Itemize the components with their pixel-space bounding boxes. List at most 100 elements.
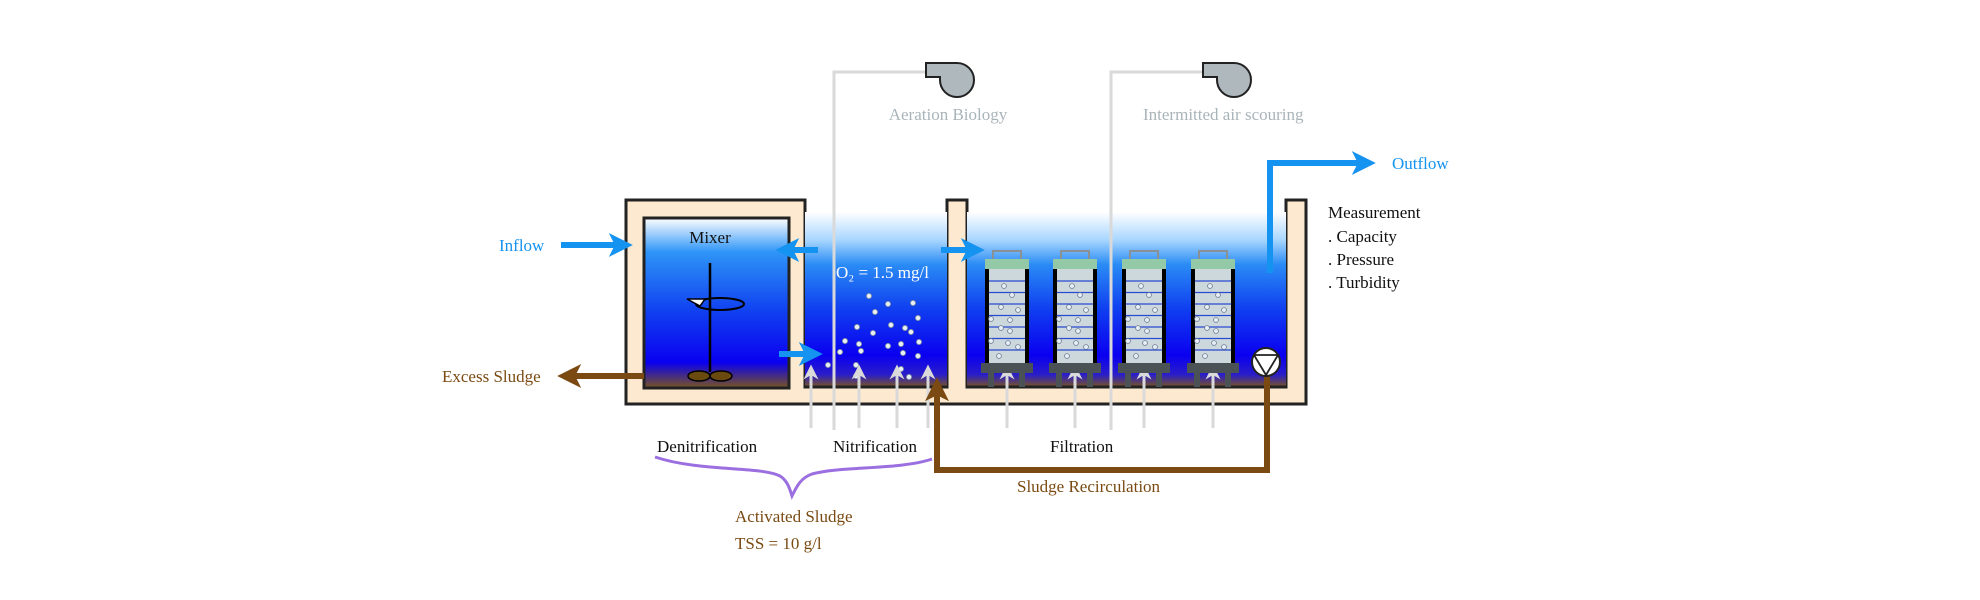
air-bubble bbox=[910, 299, 917, 306]
air-bubble bbox=[998, 304, 1004, 310]
air-bubble bbox=[1056, 338, 1062, 344]
air-bubble bbox=[1144, 317, 1150, 323]
aeration-biology-label: Aeration Biology bbox=[889, 105, 1008, 124]
filter-cap bbox=[1122, 259, 1166, 269]
air-bubble bbox=[915, 314, 922, 321]
filter-leg bbox=[1225, 373, 1231, 387]
air-bubble bbox=[1211, 340, 1217, 346]
sludge-recirculation-pipe bbox=[925, 376, 1270, 473]
filter-leg bbox=[1087, 373, 1093, 387]
air-bubble bbox=[1202, 353, 1208, 359]
filter-base bbox=[1049, 363, 1101, 373]
measurement-title: Measurement bbox=[1328, 203, 1421, 222]
air-bubble bbox=[1221, 307, 1227, 313]
tss-label: TSS = 10 g/l bbox=[735, 534, 822, 553]
air-bubble bbox=[1194, 316, 1200, 322]
measurement-item: . Turbidity bbox=[1328, 273, 1400, 292]
filter-frame bbox=[1122, 269, 1126, 363]
filter-frame bbox=[1191, 269, 1195, 363]
air-bubble bbox=[1207, 283, 1213, 289]
air-bubble bbox=[854, 323, 861, 330]
air-bubble bbox=[1204, 325, 1210, 331]
filter-base bbox=[1187, 363, 1239, 373]
filter-leg bbox=[988, 373, 994, 387]
air-bubble bbox=[885, 342, 892, 349]
aeration-supply-line bbox=[832, 70, 926, 430]
air-bubble bbox=[898, 365, 905, 372]
membrane-filters bbox=[981, 250, 1239, 387]
filter-frame bbox=[1093, 269, 1097, 363]
nitrification-label: Nitrification bbox=[833, 437, 918, 456]
activated-sludge-brace bbox=[654, 455, 933, 500]
air-bubble bbox=[888, 321, 895, 328]
filter-leg bbox=[1019, 373, 1025, 387]
pump-icon bbox=[1251, 347, 1281, 377]
blower-icon bbox=[925, 62, 975, 98]
filter-frame bbox=[1025, 269, 1029, 363]
membrane-filter-icon bbox=[1049, 250, 1101, 387]
air-bubble bbox=[856, 340, 863, 347]
sludge-recirculation-label: Sludge Recirculation bbox=[1017, 477, 1161, 496]
blower-icon bbox=[1202, 62, 1252, 98]
air-bubble bbox=[1125, 338, 1131, 344]
air-bubble bbox=[858, 347, 865, 354]
nitrification-water bbox=[805, 212, 947, 387]
air-bubble bbox=[1221, 344, 1227, 350]
air-bubble bbox=[1152, 307, 1158, 313]
air-bubble bbox=[1073, 340, 1079, 346]
air-bubble bbox=[866, 292, 873, 299]
filter-leg bbox=[1056, 373, 1062, 387]
air-bubble bbox=[825, 361, 832, 368]
membrane-filter-icon bbox=[1187, 250, 1239, 387]
air-bubble bbox=[1075, 328, 1081, 334]
inflow-label: Inflow bbox=[499, 236, 545, 255]
filter-cap bbox=[1053, 259, 1097, 269]
filtration-label: Filtration bbox=[1050, 437, 1114, 456]
air-bubble bbox=[1135, 304, 1141, 310]
air-bubble bbox=[996, 353, 1002, 359]
mixer-chamber bbox=[642, 216, 791, 390]
mixer-label: Mixer bbox=[689, 228, 731, 247]
measurement-item: . Capacity bbox=[1328, 227, 1397, 246]
air-bubble bbox=[1133, 353, 1139, 359]
mixer-icon bbox=[686, 263, 745, 382]
oxygen-concentration: O₂ = 1.5 mg/l bbox=[836, 263, 929, 282]
air-bubble bbox=[916, 338, 923, 345]
air-bubble bbox=[1001, 283, 1007, 289]
air-bubble bbox=[1066, 325, 1072, 331]
filter-frame bbox=[985, 269, 989, 363]
air-bubble bbox=[1213, 317, 1219, 323]
air-bubble bbox=[900, 349, 907, 356]
air-bubble bbox=[898, 340, 905, 347]
air-bubble bbox=[1056, 316, 1062, 322]
air-bubble bbox=[1083, 307, 1089, 313]
air-bubble bbox=[885, 300, 892, 307]
air-bubble bbox=[1142, 340, 1148, 346]
scouring-supply-line bbox=[1109, 70, 1203, 430]
air-bubble bbox=[842, 337, 849, 344]
outflow-label: Outflow bbox=[1392, 154, 1449, 173]
air-bubble bbox=[998, 325, 1004, 331]
filter-frame bbox=[1162, 269, 1166, 363]
aeration-air-lines bbox=[832, 70, 1203, 430]
measurement-item: . Pressure bbox=[1328, 250, 1394, 269]
air-bubble bbox=[988, 316, 994, 322]
air-bubble bbox=[1083, 344, 1089, 350]
filter-leg bbox=[1156, 373, 1162, 387]
activated-sludge-label: Activated Sludge bbox=[735, 507, 853, 526]
membrane-filter-icon bbox=[1118, 250, 1170, 387]
air-bubble bbox=[1005, 340, 1011, 346]
air-bubble bbox=[908, 328, 915, 335]
filter-leg bbox=[1125, 373, 1131, 387]
air-bubble bbox=[906, 373, 913, 380]
air-bubble bbox=[1075, 317, 1081, 323]
air-bubble bbox=[837, 348, 844, 355]
filter-frame bbox=[1053, 269, 1057, 363]
filter-cap bbox=[985, 259, 1029, 269]
outflow-pipe bbox=[1267, 151, 1376, 273]
air-bubble bbox=[1204, 304, 1210, 310]
filter-frame bbox=[1231, 269, 1235, 363]
air-bubble bbox=[1146, 292, 1152, 298]
filter-base bbox=[1118, 363, 1170, 373]
